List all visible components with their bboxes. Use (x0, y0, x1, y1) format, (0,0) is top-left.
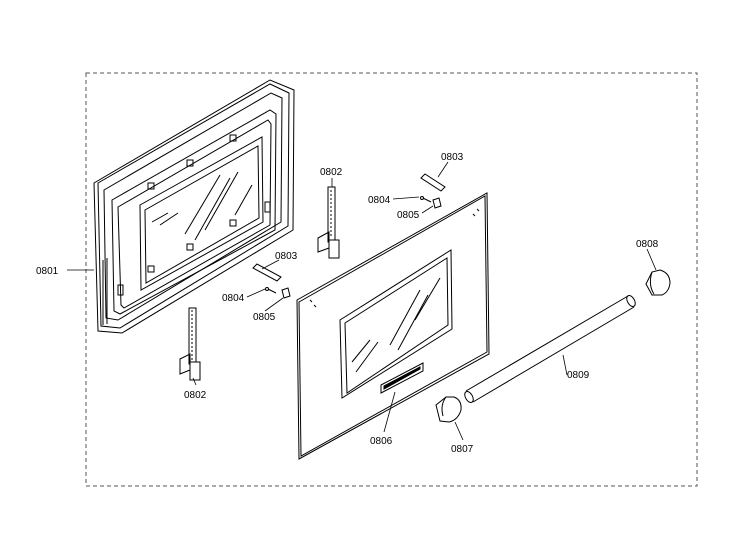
part-0806-outer-panel (296, 192, 490, 460)
label-0802-bottom: 0802 (184, 390, 207, 401)
label-0808: 0808 (636, 239, 659, 250)
label-0809: 0809 (567, 370, 590, 381)
label-0803-left: 0803 (275, 251, 298, 262)
part-0802-hinge-upper (317, 186, 340, 259)
label-0801: 0801 (36, 266, 59, 277)
label-0805-left: 0805 (253, 312, 276, 323)
part-0801-inner-frame (93, 79, 295, 334)
part-0804-screw-right (420, 196, 432, 203)
leader-lines (67, 161, 657, 441)
label-0804-right: 0804 (368, 195, 391, 206)
part-0804-screw-left (265, 287, 277, 294)
part-0803-pin-left (252, 263, 282, 282)
part-0805-clip-left (281, 287, 291, 299)
part-0805-clip-right (432, 197, 442, 209)
part-0807-end-cap (435, 396, 462, 423)
label-0805-right: 0805 (397, 210, 420, 221)
label-0807: 0807 (451, 444, 474, 455)
assembly-boundary (85, 72, 698, 487)
part-0809-handle-bar (464, 295, 636, 403)
label-0806: 0806 (370, 436, 393, 447)
part-0808-end-cap (645, 269, 671, 296)
part-0802-hinge-lower (179, 307, 201, 381)
label-0803-right: 0803 (441, 152, 464, 163)
part-0803-pin-right (420, 173, 446, 192)
label-0804-left: 0804 (222, 293, 245, 304)
label-0802-top: 0802 (320, 167, 343, 178)
